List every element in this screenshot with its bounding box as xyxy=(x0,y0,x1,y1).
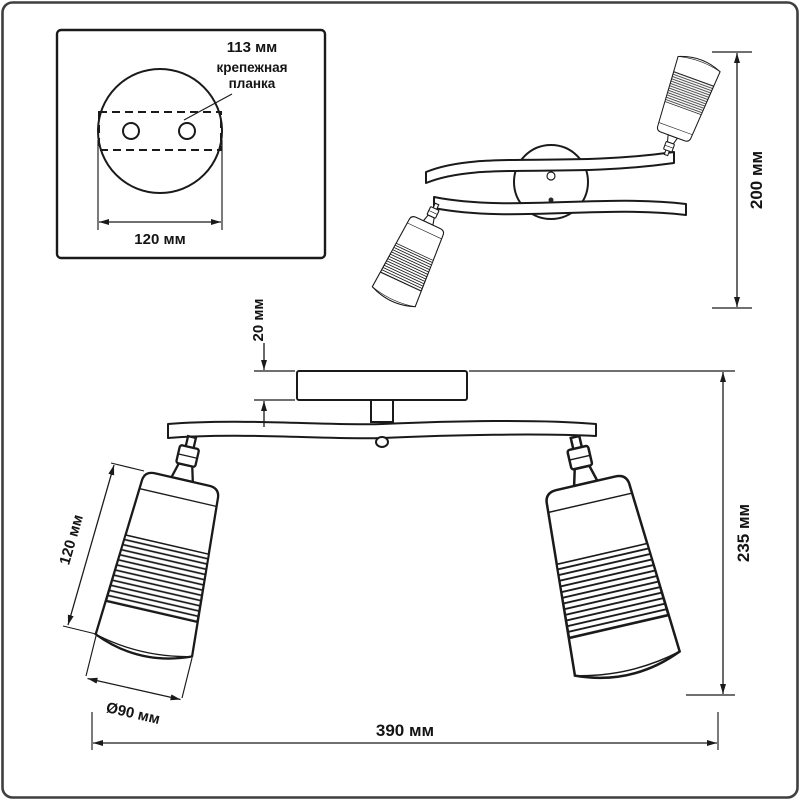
dim-plate-width: 120 мм xyxy=(97,140,223,248)
dim-200-label: 200 мм xyxy=(747,151,766,209)
dim-canopy-height: 20 мм xyxy=(250,298,295,427)
mounting-plate-inset: 113 мм крепежная планка 120 мм xyxy=(55,28,327,260)
plate-center-detail xyxy=(546,171,556,181)
front-view: 20 мм 235 мм 120 мм Ø90 мм xyxy=(56,298,753,750)
top-view: 200 мм xyxy=(369,51,766,312)
mount-bracket-label-line2: планка xyxy=(229,76,276,91)
dim-20-label: 20 мм xyxy=(250,298,267,341)
bar-center-knob xyxy=(375,436,389,448)
dim-235-label: 235 мм xyxy=(734,504,753,562)
plate-screw-dot xyxy=(548,197,554,203)
mounting-hole-right xyxy=(178,122,196,140)
canopy-stem xyxy=(370,399,394,423)
arm-lower xyxy=(433,196,687,216)
dim-overall-height: 235 мм xyxy=(469,370,753,696)
arm-upper xyxy=(425,151,675,184)
dim-113-label: 113 мм xyxy=(227,39,278,56)
mounting-hole-left xyxy=(122,122,140,140)
mounting-plate-circle xyxy=(97,68,223,194)
mounting-bar xyxy=(167,419,597,440)
dim-top-view-length: 200 мм xyxy=(712,51,766,309)
dim-overall-width: 390 мм xyxy=(91,712,719,750)
bracket-leader-line xyxy=(183,93,233,121)
dim-120-plate-label: 120 мм xyxy=(134,231,185,248)
dim-390-label: 390 мм xyxy=(376,721,434,740)
mounting-bracket-dashed xyxy=(98,111,222,151)
mount-bracket-label-line1: крепежная xyxy=(216,60,287,75)
canopy xyxy=(296,370,468,401)
